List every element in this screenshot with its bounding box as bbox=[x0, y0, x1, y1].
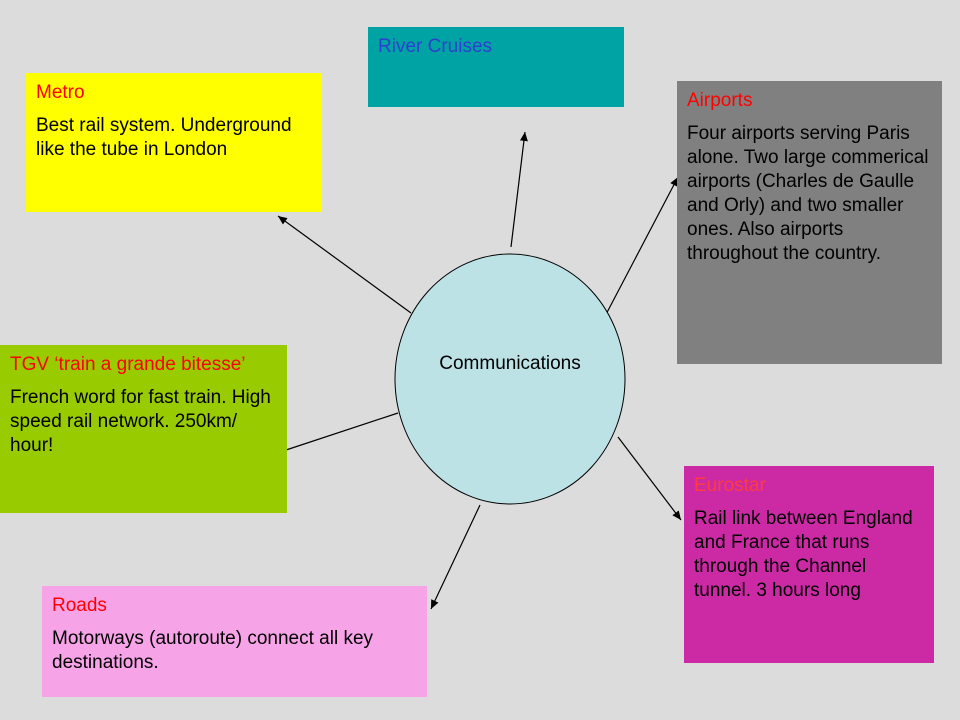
eurostar-description: Rail link between England and France tha… bbox=[694, 508, 913, 601]
metro-description: Best rail system. Underground like the t… bbox=[36, 115, 292, 160]
tgv-box: TGV ‘train a grande bitesse’ French word… bbox=[0, 345, 287, 513]
arrow-to-metro bbox=[277, 215, 412, 314]
eurostar-title: Eurostar bbox=[694, 475, 766, 496]
airports-title: Airports bbox=[687, 90, 753, 111]
airports-description: Four airports serving Paris alone. Two l… bbox=[687, 123, 929, 264]
arrow-to-eurostar bbox=[617, 436, 682, 521]
hub-label: Communications bbox=[439, 353, 581, 374]
roads-box: Roads Motorways (autoroute) connect all … bbox=[42, 586, 427, 697]
roads-title: Roads bbox=[52, 595, 107, 616]
arrow-to-roads bbox=[430, 504, 481, 610]
tgv-title: TGV ‘train a grande bitesse’ bbox=[10, 354, 246, 375]
eurostar-box: Eurostar Rail link between England and F… bbox=[684, 466, 934, 663]
arrow-to-river-cruises bbox=[510, 131, 528, 248]
connector-to-tgv bbox=[285, 412, 399, 451]
metro-box: Metro Best rail system. Underground like… bbox=[26, 73, 322, 212]
river-cruises-title: River Cruises bbox=[378, 36, 493, 57]
metro-title: Metro bbox=[36, 82, 85, 103]
tgv-description: French word for fast train. High speed r… bbox=[10, 387, 271, 456]
river-cruises-box: River Cruises bbox=[368, 27, 624, 107]
roads-description: Motorways (autoroute) connect all key de… bbox=[52, 628, 374, 673]
hub-ellipse bbox=[394, 253, 626, 505]
airports-box: Airports Four airports serving Paris alo… bbox=[677, 81, 942, 364]
arrow-to-airports bbox=[601, 176, 679, 323]
